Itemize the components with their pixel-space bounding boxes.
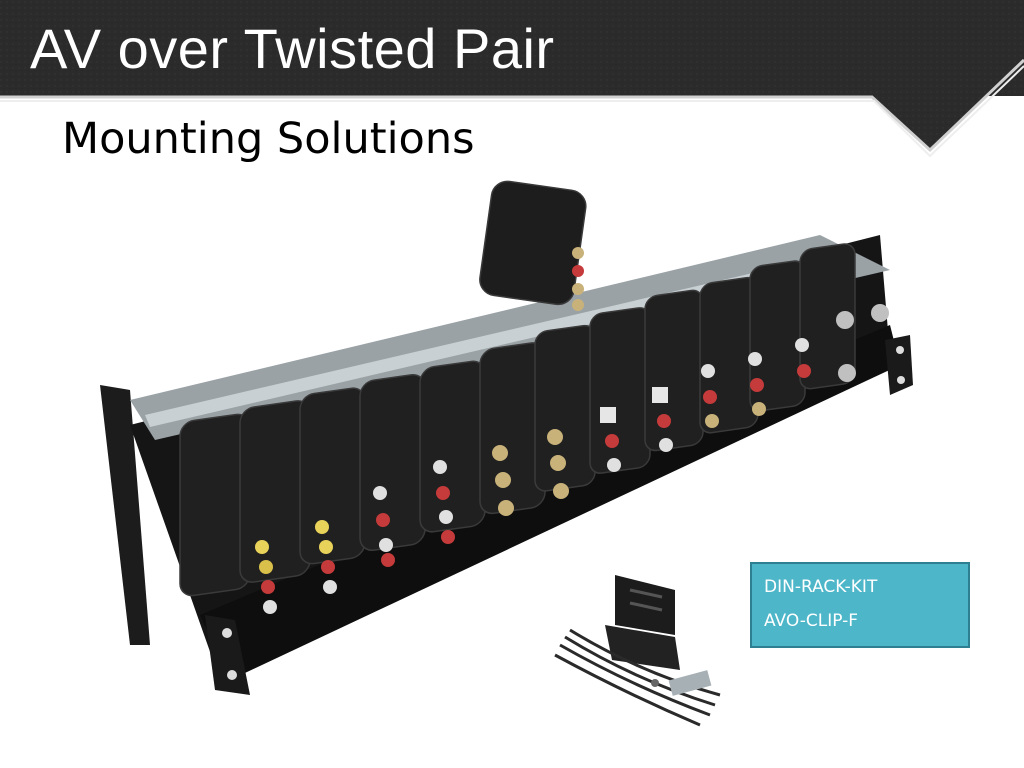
part-number-avo-clip-f: AVO-CLIP-F: [764, 611, 859, 631]
part-number-callout: DIN-RACK-KIT AVO-CLIP-F: [750, 562, 970, 648]
part-number-din-rack-kit: DIN-RACK-KIT: [764, 577, 878, 597]
slide-subtitle: Mounting Solutions: [62, 114, 475, 164]
rack-panel-photo: [100, 180, 913, 695]
din-rack-kit-photo: [554, 575, 721, 727]
slide-title: AV over Twisted Pair: [30, 17, 555, 80]
header-band: [0, 0, 1024, 158]
